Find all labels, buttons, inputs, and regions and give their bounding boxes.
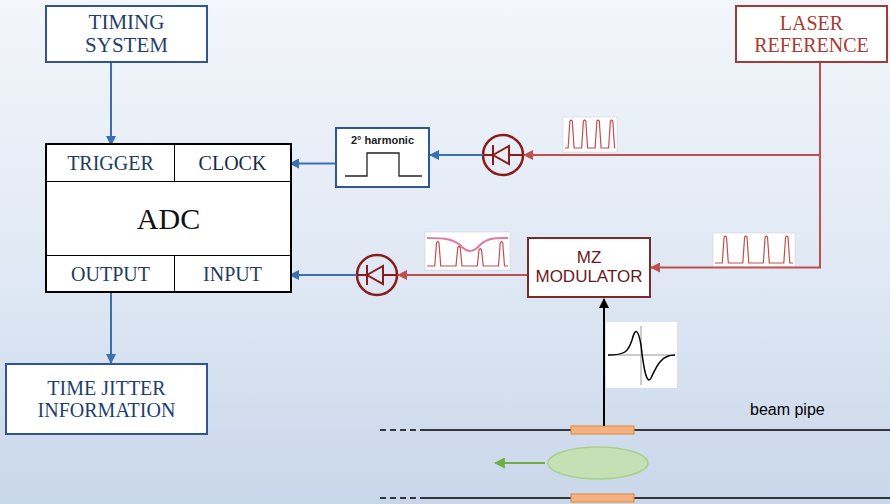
photodiode xyxy=(357,255,397,295)
signal-connector xyxy=(651,63,820,268)
node-text: MZ MODULATOR xyxy=(535,249,643,286)
output-box: TIME JITTER INFORMATION xyxy=(5,363,208,435)
signal-axis xyxy=(641,326,642,385)
connector-segment xyxy=(651,63,820,268)
filter-box: 2° harmonic xyxy=(335,127,430,188)
node-text: INPUT xyxy=(203,263,262,285)
pulse-train xyxy=(715,236,793,263)
bipolar-signal xyxy=(608,332,675,380)
connector-segment xyxy=(290,163,335,165)
pickup-electrode xyxy=(571,494,634,502)
pickup-electrode xyxy=(571,426,634,434)
photodiode-circle xyxy=(483,135,523,175)
laser-box: LASER REFERENCE xyxy=(735,5,888,63)
photodiode xyxy=(483,135,523,175)
diode-lead xyxy=(357,274,367,276)
adc-port: INPUT xyxy=(175,255,290,291)
beam-pipe-wall xyxy=(425,429,890,431)
pulse-inset xyxy=(425,232,510,270)
node-text: ADC xyxy=(137,202,200,235)
node-text: TRIGGER xyxy=(67,152,154,174)
adc-box: ADC TRIGGER CLOCK OUTPUT INPUT xyxy=(45,143,292,293)
adc-port: CLOCK xyxy=(175,145,290,182)
node-text: LASER REFERENCE xyxy=(747,12,877,56)
diode-lead xyxy=(509,154,523,156)
pulse-inset xyxy=(563,117,617,152)
system-box: TIMING SYSTEM xyxy=(45,5,208,63)
node-text: 2° harmonic xyxy=(351,134,414,146)
diode-lead xyxy=(383,274,397,276)
pulse-train xyxy=(427,242,508,266)
modulator-box: MZ MODULATOR xyxy=(527,237,651,298)
adc-port: TRIGGER xyxy=(47,145,175,182)
connector-segment xyxy=(524,63,820,155)
node-text: TIME JITTER INFORMATION xyxy=(22,377,192,421)
beam-direction-arrow xyxy=(495,462,545,464)
square-wave-line xyxy=(345,153,422,176)
connector-segment xyxy=(110,291,112,363)
signal-inset xyxy=(606,322,677,388)
beam-pipe-dashed xyxy=(380,497,425,499)
connector-segment xyxy=(398,274,527,276)
signal-connector xyxy=(430,63,820,155)
diode-triangle xyxy=(493,146,509,164)
connector-segment xyxy=(430,154,483,156)
signal-connector xyxy=(290,163,335,164)
signal-connector xyxy=(290,275,527,276)
signal-connector xyxy=(111,291,112,363)
node-text: OUTPUT xyxy=(71,263,150,285)
node-text: CLOCK xyxy=(199,152,267,174)
node-text: TIMING SYSTEM xyxy=(72,11,182,57)
pulse-inset xyxy=(713,233,795,267)
beam-pipe-dashed xyxy=(380,429,425,431)
electron-bunch xyxy=(548,447,648,479)
photodiode-circle xyxy=(357,255,397,295)
beam-pipe-wall xyxy=(425,497,890,499)
diode-triangle xyxy=(367,266,383,284)
connector-segment xyxy=(110,63,112,145)
adc-port: OUTPUT xyxy=(47,255,175,291)
connector-segment xyxy=(290,274,357,276)
pulse-train xyxy=(565,120,615,148)
pipe-label: beam pipe xyxy=(750,401,825,419)
pickup-signal-line xyxy=(603,299,605,426)
diode-lead xyxy=(483,154,493,156)
signal-connector xyxy=(111,63,112,145)
